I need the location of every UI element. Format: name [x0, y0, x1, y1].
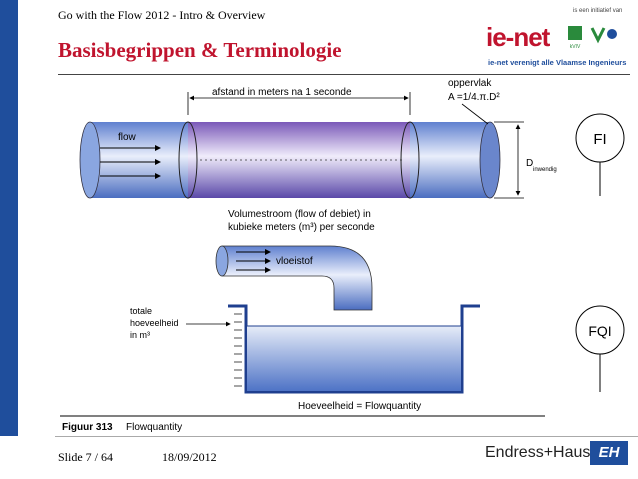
fluid-arrows: [236, 249, 271, 273]
flow-arrows: [100, 145, 161, 179]
slide-number: Slide 7 / 64: [58, 450, 114, 464]
total-label: totale: [130, 306, 152, 316]
flow-diagram: flow afstand in meters na 1 seconde oppe…: [60, 78, 625, 433]
logo-tagline: ie-net verenigt alle Vlaamse Ingenieurs: [488, 58, 627, 67]
pipe-section-start: [178, 121, 198, 199]
presentation-subtitle: Go with the Flow 2012 - Intro & Overview: [58, 8, 266, 22]
volume-label: Volumestroom (flow of debiet) in: [228, 209, 371, 220]
diameter-label: D: [526, 158, 533, 169]
figure-number: Figuur 313: [62, 422, 113, 433]
distance-label: afstand in meters na 1 seconde: [212, 87, 352, 98]
tank-walls: [228, 304, 480, 394]
title-divider: [58, 74, 630, 75]
outlet-elbow-pipe: [221, 245, 373, 311]
surface-label: oppervlak: [448, 78, 492, 89]
diameter-subscript: inwendig: [533, 167, 557, 173]
tank-liquid: [247, 326, 461, 391]
fqi-label: FQI: [588, 323, 611, 339]
fluid-label: vloeistof: [276, 256, 313, 267]
footer-divider: [55, 436, 638, 437]
endress-hauser-logo: Endress+Hauser: [485, 444, 605, 461]
eh-logo-icon: EH: [590, 441, 628, 465]
volume-unit-label: kubieke meters (m³) per seconde: [228, 222, 375, 233]
fi-label: FI: [593, 131, 606, 148]
flow-label: flow: [118, 132, 137, 143]
logo-initiative-text: is een initiatief van: [573, 8, 623, 14]
ie-net-logo: ie-net: [486, 22, 550, 52]
pipe-inlet: [79, 121, 101, 199]
total-label-2: hoeveelheid: [130, 318, 179, 328]
total-label-3: in m³: [130, 330, 150, 340]
slide-title: Basisbegrippen & Terminologie: [58, 38, 342, 62]
slide-date: 18/09/2012: [162, 450, 217, 464]
quantity-label: Hoeveelheid = Flowquantity: [298, 401, 421, 412]
tank-scale: [234, 313, 242, 387]
sidebar-bar: [0, 0, 18, 436]
surface-formula: A =1/4.π.D²: [448, 92, 500, 103]
figure-caption: Flowquantity: [126, 422, 182, 433]
pipe-outlet: [479, 121, 501, 199]
